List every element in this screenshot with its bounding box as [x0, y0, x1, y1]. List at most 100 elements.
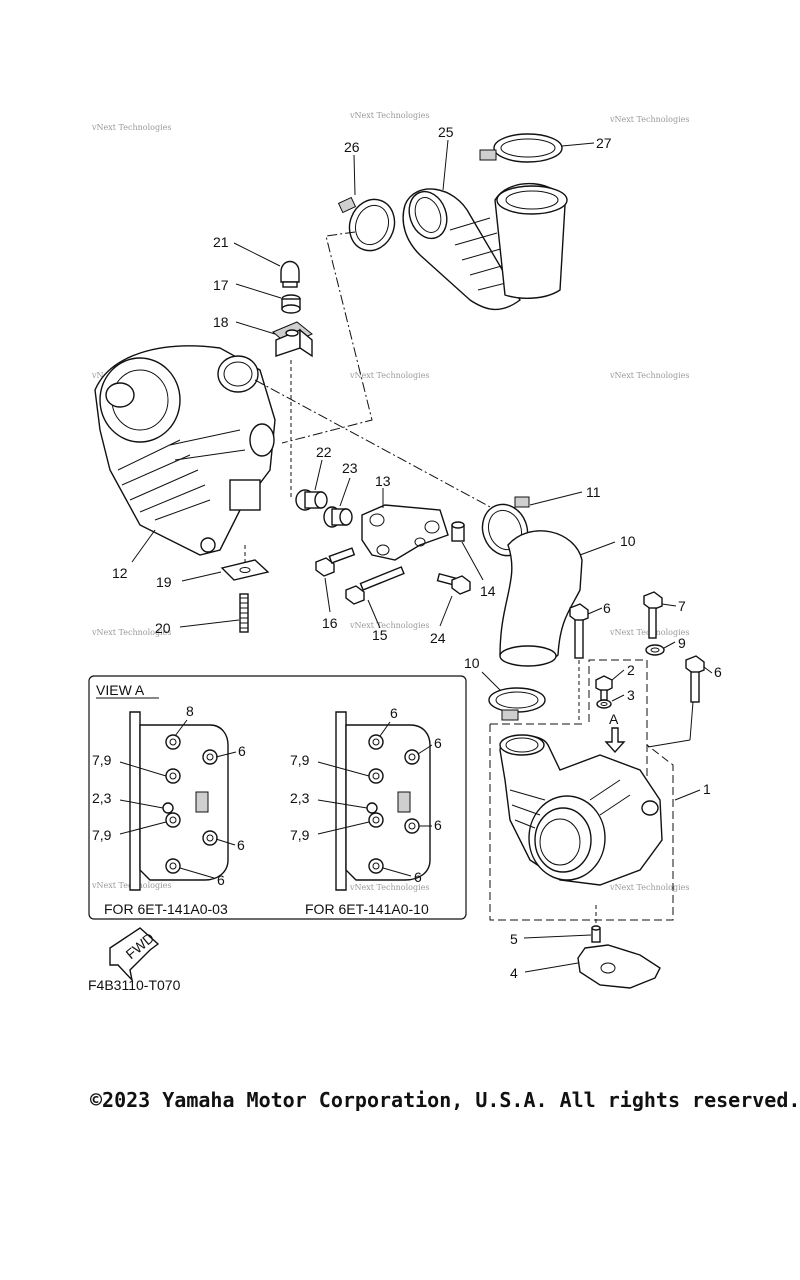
leader-27 — [561, 142, 595, 147]
part-21-cap-nut — [280, 260, 300, 288]
view-a-title: VIEW A — [96, 682, 145, 698]
view-a-caption-right: FOR 6ET-141A0-10 — [305, 901, 429, 917]
part-label: 11 — [586, 484, 601, 500]
part-label: 21 — [213, 234, 229, 250]
view-label: 6 — [434, 817, 442, 833]
leader-21 — [233, 242, 281, 267]
leader-23 — [339, 477, 351, 507]
view-a-arrow — [604, 727, 626, 754]
part-label: 26 — [344, 139, 360, 155]
part-label: 19 — [156, 574, 172, 590]
part-labels: 26 25 27 21 17 18 22 23 13 11 10 12 19 1… — [112, 124, 722, 981]
part-label: 12 — [112, 565, 128, 581]
part-25-intake-hose — [402, 182, 568, 311]
part-label: 4 — [510, 965, 518, 981]
leader-6a — [587, 607, 603, 615]
figure-code: F4B3110-T070 — [88, 977, 181, 993]
part-18-damper — [272, 321, 313, 358]
view-label: 7,9 — [290, 827, 310, 843]
part-26-hose-clamp — [337, 196, 396, 252]
leader-18 — [235, 321, 276, 335]
group-box — [588, 659, 648, 778]
leader-12 — [131, 529, 156, 563]
leader-10b — [481, 671, 501, 691]
leader-3 — [611, 694, 625, 702]
part-label: 22 — [316, 444, 332, 460]
assembly-line — [281, 231, 373, 444]
part-label: 13 — [375, 473, 391, 489]
part-label: 23 — [342, 460, 358, 476]
part-label: A — [609, 711, 619, 727]
part-label: 2 — [627, 662, 635, 678]
part-13-bracket — [361, 504, 449, 561]
leader-5 — [523, 934, 592, 939]
part-1-turbocharger — [499, 734, 663, 886]
leader-17 — [235, 283, 282, 299]
view-label: 6 — [237, 837, 245, 853]
part-19-gasket-plate — [220, 559, 270, 581]
leader-1 — [674, 789, 701, 801]
leader-19 — [181, 571, 222, 582]
part-label: 9 — [678, 635, 686, 651]
leader-6b-axis — [689, 701, 694, 741]
part-label: 16 — [322, 615, 338, 631]
view-label: 6 — [238, 743, 246, 759]
view-label: 6 — [434, 735, 442, 751]
view-label: 2,3 — [92, 790, 112, 806]
leader-20 — [179, 619, 240, 628]
part-label: 20 — [155, 620, 171, 636]
view-a-panel: VIEW A 8 6 7,9 2,3 7,9 6 6 FOR 6ET-141A0… — [88, 675, 467, 920]
part-label: 5 — [510, 931, 518, 947]
watermark: vNext Technologies — [349, 371, 429, 380]
leader-25 — [442, 139, 449, 191]
part-5-dowel-pin — [591, 925, 601, 943]
watermark: vNext Technologies — [349, 111, 429, 120]
part-24-bolt — [436, 572, 471, 595]
leader-11 — [529, 491, 583, 506]
part-label: 27 — [596, 135, 612, 151]
leader-24 — [439, 595, 453, 627]
part-7-bolt — [643, 591, 663, 639]
part-4-gasket — [577, 944, 661, 989]
part-label: 10 — [464, 655, 480, 671]
part-label: 17 — [213, 277, 229, 293]
part-label: 15 — [372, 627, 388, 643]
leader-6b-axis — [647, 739, 691, 748]
view-a-caption-left: FOR 6ET-141A0-03 — [104, 901, 228, 917]
watermark: vNext Technologies — [609, 115, 689, 124]
view-label: 8 — [186, 703, 194, 719]
leader-14 — [461, 541, 484, 581]
watermark: vNext Technologies — [349, 621, 429, 630]
leader-9 — [663, 641, 676, 649]
watermark: vNext Technologies — [91, 628, 171, 637]
leader-16 — [324, 577, 331, 613]
part-label: 3 — [627, 687, 635, 703]
part-3-washer — [596, 699, 612, 709]
view-label: 7,9 — [290, 752, 310, 768]
part-14-collar — [451, 521, 465, 542]
watermark: vNext Technologies — [609, 883, 689, 892]
assembly-line — [254, 379, 506, 516]
leader-10a — [579, 541, 616, 556]
part-label: 14 — [480, 583, 496, 599]
view-label: 7,9 — [92, 827, 112, 843]
leader-22 — [314, 459, 323, 491]
leader-6b — [703, 666, 713, 674]
copyright-notice: ©2023 Yamaha Motor Corporation, U.S.A. A… — [90, 1088, 800, 1112]
part-6-bolt-right — [685, 655, 705, 703]
part-label: 6 — [714, 664, 722, 680]
part-16-bolt — [315, 547, 356, 577]
watermark: vNext Technologies — [609, 371, 689, 380]
assembly-box — [489, 723, 674, 921]
leader-7 — [661, 603, 677, 607]
part-label: 24 — [430, 630, 446, 646]
view-label: 6 — [414, 869, 422, 885]
part-6-bolt-upper — [569, 603, 589, 659]
part-9-washer — [645, 644, 665, 656]
view-label: 6 — [390, 705, 398, 721]
leader-15 — [367, 599, 381, 629]
part-23-grommet — [323, 506, 353, 528]
view-label: 6 — [217, 872, 225, 888]
leader-4 — [524, 962, 579, 973]
part-17-collar — [281, 294, 301, 314]
